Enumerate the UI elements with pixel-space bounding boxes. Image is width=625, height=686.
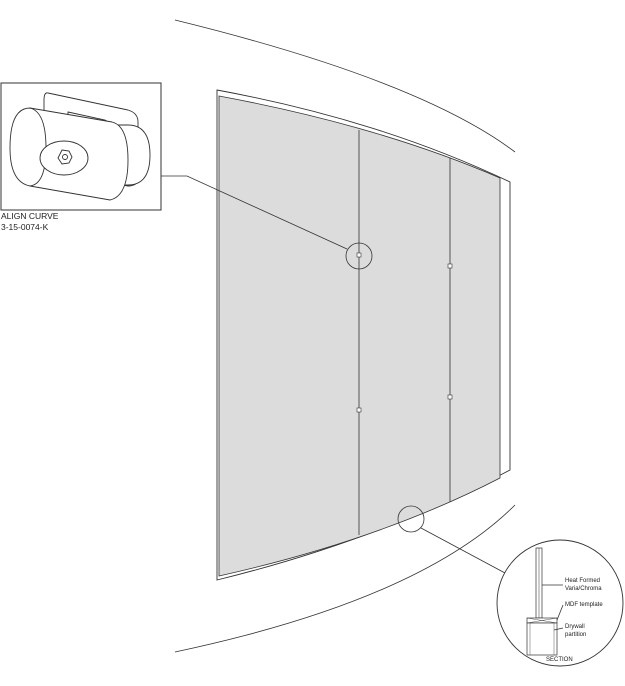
callout-circle-section <box>397 505 425 533</box>
section-drywall <box>526 622 558 656</box>
section-label-panel: Heat Formed Varia/Chroma <box>565 578 602 592</box>
section-label-wall: Drywall partition <box>565 624 586 638</box>
clip-connector-icon <box>9 92 151 201</box>
section-label-panel-line: Heat Formed <box>565 578 600 584</box>
callout-circle-clip <box>345 242 373 270</box>
clip-marker <box>356 407 362 413</box>
section-label-template: MDF template <box>565 602 603 608</box>
clip-marker <box>447 394 453 400</box>
leader-line-section <box>420 527 506 574</box>
section-caption: SECTION <box>546 657 573 663</box>
section-detail <box>496 539 624 667</box>
clip-part-number: 3-15-0074-K <box>1 222 49 232</box>
wall-arc-bottom <box>174 504 516 653</box>
clip-detail-box <box>0 82 162 211</box>
curved-panel <box>218 95 501 577</box>
clip-marker <box>447 263 453 269</box>
wall-arc-top <box>174 19 516 153</box>
section-label-wall-line: partition <box>565 632 586 638</box>
section-label-panel-line: Varia/Chroma <box>565 586 602 592</box>
section-label-wall-line: Drywall <box>565 624 585 630</box>
leader-line-clip <box>160 175 348 250</box>
clip-marker <box>356 252 362 258</box>
clip-product-name: ALIGN CURVE <box>1 211 59 221</box>
